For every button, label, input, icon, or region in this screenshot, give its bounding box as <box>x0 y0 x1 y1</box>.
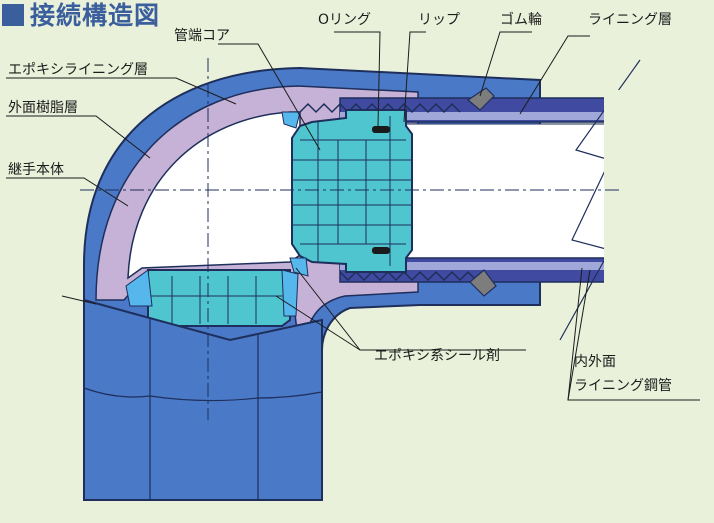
leader-fitting-body <box>6 177 129 207</box>
bottom-core-grid <box>148 276 290 324</box>
leader-epoxy-sealant-branch <box>275 295 361 351</box>
epoxy-sealant-lower <box>289 257 309 277</box>
label-fitting-body: 継手本体 <box>8 162 64 178</box>
label-pipe-end-core: 管端コア <box>174 28 230 44</box>
pipe-break-cut <box>559 59 641 341</box>
leader-o-ring <box>334 31 381 127</box>
diagram-title-text: 接続構造図 <box>30 0 161 30</box>
label-epoxy-lining-layer: エポキシライニング層 <box>8 62 148 78</box>
o-ring-upper <box>372 126 390 133</box>
o-ring-lower <box>372 247 390 254</box>
bottom-pipe-end-core <box>147 269 291 327</box>
rubber-ring-lower <box>469 269 497 297</box>
lower-thread <box>339 270 477 282</box>
label-steel-pipe-line2: ライニング鋼管 <box>574 378 672 394</box>
pipe-end-core <box>291 109 413 273</box>
pipe-break-mask <box>604 90 714 310</box>
leader-epoxy-lining-layer <box>6 77 237 105</box>
label-lining-layer: ライニング層 <box>588 12 672 28</box>
leader-lip <box>403 31 426 123</box>
pipe-lower-lining-stripe <box>340 262 714 270</box>
leader-steel-pipe-branch <box>567 269 591 401</box>
bottom-sealant-left <box>125 269 153 307</box>
leader-rubber-ring <box>479 31 532 97</box>
rubber-ring-upper <box>466 87 495 111</box>
diagram-title: 接続構造図 <box>0 0 160 30</box>
hex-nut-facets <box>83 318 323 500</box>
label-steel-pipe-line1: 内外面 <box>574 354 616 370</box>
hex-nut-edge-line <box>61 295 97 305</box>
pipe-end-core-grid <box>292 116 412 266</box>
leader-lining-layer <box>519 35 590 115</box>
label-lip: リップ <box>418 12 460 28</box>
label-epoxy-sealant: エポキシ系シール剤 <box>374 348 500 364</box>
label-outer-resin-layer: 外面樹脂層 <box>8 100 78 116</box>
leader-outer-resin-layer <box>6 115 151 159</box>
label-o-ring: Oリング <box>318 12 371 28</box>
label-rubber-ring: ゴム輪 <box>500 11 542 28</box>
epoxy-sealant-upper <box>281 111 301 129</box>
leader-pipe-end-core <box>218 43 321 151</box>
pipe-upper-lining-stripe <box>340 112 714 120</box>
title-square-marker <box>2 4 24 26</box>
